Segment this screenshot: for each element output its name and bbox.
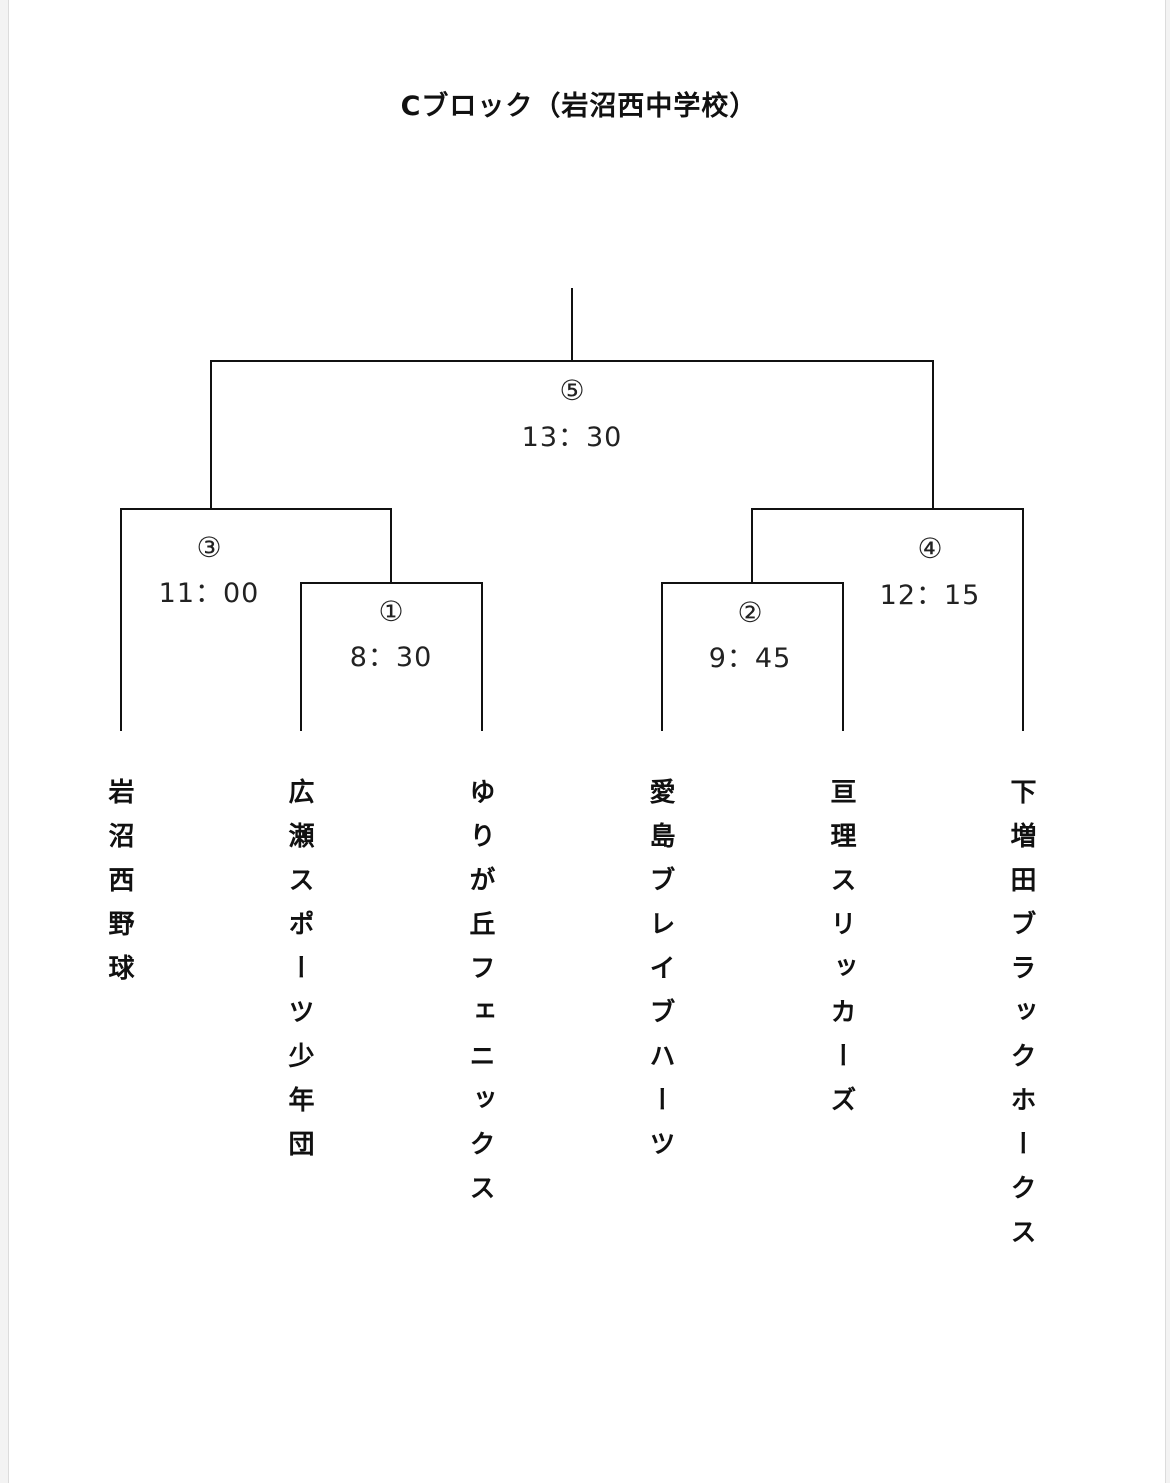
team-name: 下増田ブラックホークス bbox=[1006, 778, 1036, 1262]
match5-bracket bbox=[210, 360, 934, 509]
match3-number: ③ bbox=[196, 531, 222, 564]
match3-time: 11：00 bbox=[158, 578, 260, 609]
match2-time: 9：45 bbox=[708, 643, 792, 674]
team-name: 愛島ブレイブハーツ bbox=[645, 778, 675, 1174]
page-title: Cブロック（岩沼西中学校） bbox=[400, 91, 758, 122]
team-name: ゆりが丘フェニックス bbox=[465, 778, 495, 1218]
match1-bracket bbox=[300, 582, 483, 731]
bracket-lines bbox=[120, 288, 1024, 731]
match5-number: ⑤ bbox=[559, 374, 585, 407]
match1-time: 8：30 bbox=[349, 642, 433, 673]
match3-bracket bbox=[120, 508, 392, 731]
match1-number: ① bbox=[378, 595, 404, 628]
match4-time: 12：15 bbox=[879, 580, 981, 611]
match4-number: ④ bbox=[917, 532, 943, 565]
team-name: 亘理スリッカーズ bbox=[826, 778, 856, 1130]
paper-sheet: Cブロック（岩沼西中学校） ⑤ 13：30 ③ 11：00 ① 8：30 ② 9… bbox=[8, 0, 1166, 1483]
team-name: 広瀬スポーツ少年団 bbox=[284, 778, 314, 1174]
team-name: 岩沼西野球 bbox=[104, 778, 134, 998]
match2-number: ② bbox=[737, 596, 763, 629]
match5-time: 13：30 bbox=[521, 422, 623, 453]
match4-bracket bbox=[751, 508, 1024, 731]
